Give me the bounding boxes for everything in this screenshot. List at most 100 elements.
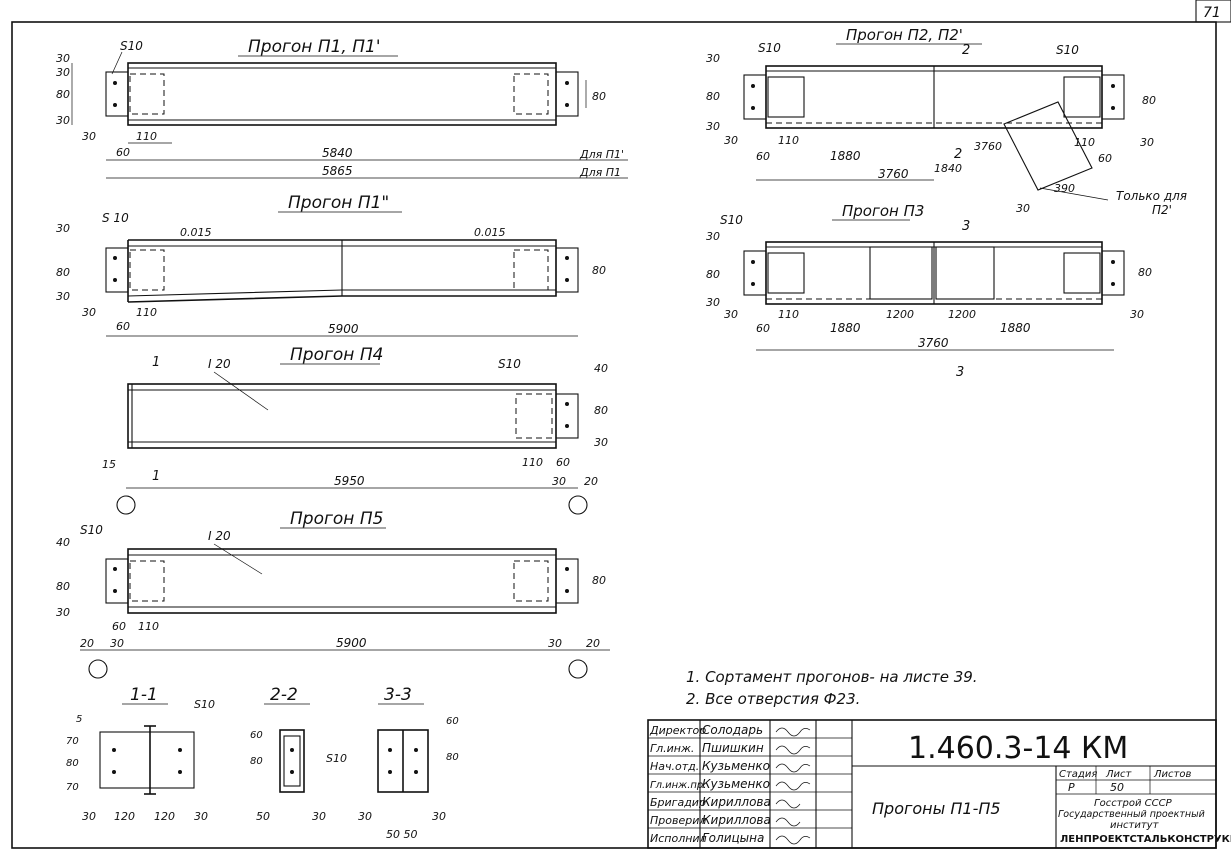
p3-dim-60: 60 [756,322,770,335]
p2-dim-30e: 30 [1016,202,1030,215]
p2-title: Прогон П2, П2' [846,26,963,44]
p2-cut2-top: 2 [962,43,970,58]
sig-role-6: Исполнил [650,832,707,845]
p4-dim-30b: 30 [552,475,566,488]
section-3-3: 3-3 60 80 30 30 50 50 [358,685,459,841]
p1-for-p1: Для П1 [579,166,621,179]
p2-dim-3760: 3760 [878,167,909,181]
p2-dim-1880: 1880 [830,149,861,163]
sec11-title: 1-1 [130,685,158,705]
sheet-header: Лист [1105,769,1133,780]
p2-dim-30b: 30 [706,120,720,133]
p1a-slope-right: 0.015 [474,226,506,239]
p1-title: Прогон П1, П1' [248,37,381,57]
p2-dim-110b: 110 [1074,136,1095,149]
sheet-value: 50 [1110,781,1124,794]
org-line3: институт [1110,820,1160,831]
sig-name-1: Пшишкин [702,741,764,755]
p3-dim-110: 110 [778,308,799,321]
p3-dim-30d: 30 [1130,308,1144,321]
p4-dim-110: 110 [522,456,543,469]
beam-p2: Прогон П2, П2' S10 S10 2 2 30 80 30 80 3… [706,26,1187,217]
p4-s10: S10 [498,357,521,371]
p1-dim-30d: 30 [82,130,96,143]
p1-dim-80: 80 [56,88,70,101]
p1-s10: S10 [120,39,143,53]
sig-role-3: Гл.инж.пр. [650,780,706,791]
sec22-dim-30: 30 [312,810,326,823]
page-number: 71 [1203,5,1221,21]
beam-p4: Прогон П4 I 20 S10 1 1 40 80 30 15 110 6… [102,345,608,515]
sig-name-0: Солодарь [702,723,763,737]
section-1-1: 1-1 S10 5 70 80 70 30 120 120 30 [66,685,215,823]
p3-dim-1880a: 1880 [830,321,861,335]
p2-dim-3760-top: 3760 [974,140,1002,153]
sheet-title: Прогоны П1-П5 [872,799,1001,818]
p2-dim-60b: 60 [1098,152,1112,165]
sig-name-4: Кириллова [702,795,771,809]
sec11-dim-30b: 30 [194,810,208,823]
p4-dim-5950: 5950 [334,474,365,488]
p3-dim-1200b: 1200 [948,308,976,321]
sec11-dim-30a: 30 [82,810,96,823]
p2-dim-30d: 30 [1140,136,1154,149]
sec11-dim-120b: 120 [154,810,175,823]
p5-s10: S10 [80,523,103,537]
beam-p5: Прогон П5 I 20 S10 40 80 30 80 60 110 20… [56,509,610,679]
p1a-dim-80r: 80 [592,264,606,277]
p4-cut1-top: 1 [152,355,160,370]
p4-i20: I 20 [208,357,231,371]
note-2: 2. Все отверстия Ф23. [686,690,860,708]
p2-only-for2: П2' [1152,203,1172,217]
org-name: ЛЕНПРОЕКТСТАЛЬКОНСТРУКЦИЯ [1060,834,1231,845]
p1-for-p1p: Для П1' [579,148,624,161]
org-line2: Государственный проектный [1058,809,1205,820]
p3-dim-30a: 30 [706,230,720,243]
p2-dim-60: 60 [756,150,770,163]
p1-dim-30a: 30 [56,52,70,65]
p5-dim-60: 60 [112,620,126,633]
stage-value: Р [1068,781,1075,794]
p4-cut1-bot: 1 [152,469,160,484]
p2-dim-1840: 1840 [934,162,962,175]
p1a-slope-left: 0.015 [180,226,212,239]
p2-dim-110: 110 [778,134,799,147]
beam-p3: Прогон П3 S10 3 3 30 80 30 80 30 110 120… [706,202,1152,380]
sec11-s10: S10 [194,698,215,711]
p2-cut2-bot: 2 [954,147,962,162]
p1a-title: Прогон П1" [288,193,389,213]
p2-s10-left: S10 [758,41,781,55]
p1a-dim-30c: 30 [82,306,96,319]
p2-dim-80: 80 [706,90,720,103]
p4-dim-80: 80 [594,404,608,417]
p5-dim-30: 30 [56,606,70,619]
p2-dim-30c: 30 [724,134,738,147]
p3-dim-30b: 30 [706,296,720,309]
p1a-dim-110: 110 [136,306,157,319]
sec22-s10: S10 [326,752,347,765]
p1a-dim-5900: 5900 [328,322,359,336]
p1a-dim-80: 80 [56,266,70,279]
p3-s10: S10 [720,213,743,227]
p5-dim-5900: 5900 [336,636,367,650]
p3-title: Прогон П3 [842,202,924,220]
p1-dim-5840: 5840 [322,146,353,160]
p4-dim-20: 20 [584,475,598,488]
p3-dim-30c: 30 [724,308,738,321]
p1-dim-5865: 5865 [322,164,353,178]
p1-dim-80r: 80 [592,90,606,103]
p5-title: Прогон П5 [290,509,383,529]
beam-p1a: Прогон П1" S 10 0.015 0.015 30 80 30 80 … [56,193,606,337]
sec11-dim-5: 5 [76,714,82,725]
p1a-dim-60: 60 [116,320,130,333]
sec33-dim-5050: 50 50 [386,828,418,841]
p1-dim-110: 110 [136,130,157,143]
beam-p1: Прогон П1, П1' S10 30 30 80 30 80 30 110… [56,37,628,179]
sec33-title: 3-3 [384,685,412,705]
sec22-title: 2-2 [270,685,298,705]
p1-dim-30c: 30 [56,114,70,127]
sec33-dim-30a: 30 [358,810,372,823]
sheet-frame [11,21,1217,849]
p5-dim-30a: 30 [110,637,124,650]
